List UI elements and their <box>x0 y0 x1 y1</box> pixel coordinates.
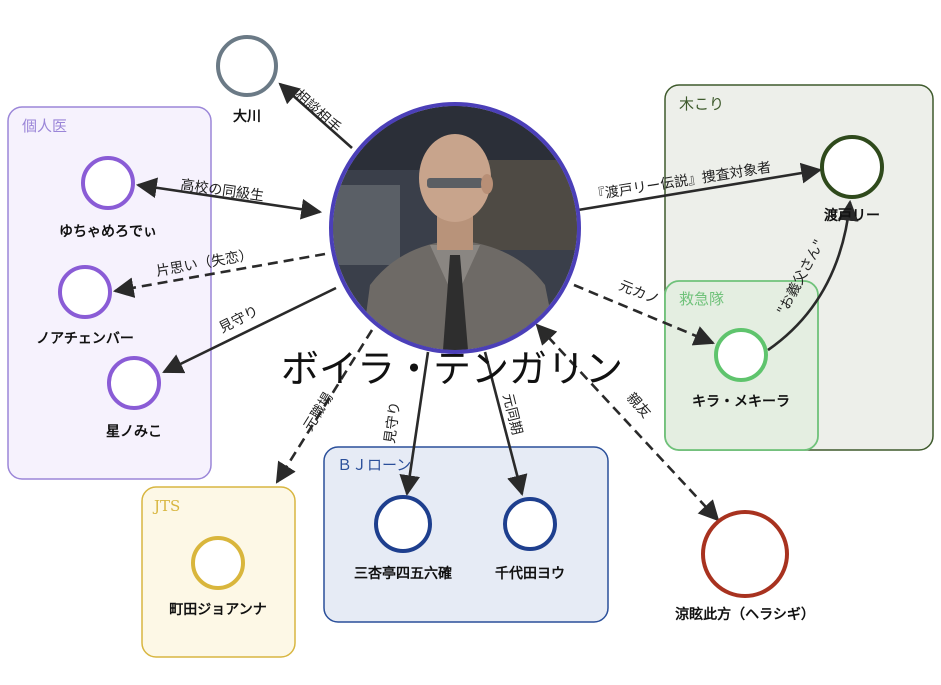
node-label: 町田ジョアンナ <box>169 602 266 618</box>
node-label: 大川 <box>233 108 261 125</box>
node-circle <box>503 497 557 551</box>
edge-motoshoku <box>275 329 374 484</box>
node-circle <box>81 156 135 210</box>
node-okawa: 大川 <box>216 35 278 125</box>
node-circle <box>701 510 789 598</box>
node-circle <box>216 35 278 97</box>
center-name: ボイラ・テンガリン <box>281 347 623 391</box>
edge-label-motoshoku: 元職場 <box>301 390 337 434</box>
node-label: キラ・メキーラ <box>692 394 790 410</box>
node-label: 涼眩此方（ヘラシギ） <box>675 606 815 623</box>
node-circle <box>107 356 161 410</box>
node-circle <box>374 495 432 553</box>
node-label: ノアチェンバー <box>36 331 134 347</box>
node-machida: 町田ジョアンナ <box>169 536 267 618</box>
node-noa: ノアチェンバー <box>36 265 134 347</box>
edge-label-mimamori1: 見守り <box>217 303 262 336</box>
node-kira: キラ・メキーラ <box>692 328 790 410</box>
node-hoshino: 星ノみこ <box>106 356 162 440</box>
group-label: 救急隊 <box>679 290 724 308</box>
node-circle <box>191 536 245 590</box>
center-ring <box>329 102 581 354</box>
edge-label-motodouki: 元同期 <box>499 392 525 437</box>
edge-label-soudan: 相談相手 <box>291 87 343 136</box>
edge-soudan <box>278 82 353 149</box>
node-toto: 渡戸リー <box>820 135 884 224</box>
node-label: 千代田ヨウ <box>495 565 565 582</box>
edge-ogifu <box>767 199 859 352</box>
center-photo <box>333 106 577 350</box>
edge-label-shinyu: 親友 <box>623 390 654 422</box>
node-label: 渡戸リー <box>824 207 880 224</box>
edge-sousa <box>577 162 823 212</box>
edge-kataomoi <box>112 252 326 298</box>
node-yucha: ゆちゃめろでぃ <box>59 156 157 240</box>
edge-mimamori1 <box>162 286 337 374</box>
edge-label-mimamori2: 見守り <box>382 401 404 445</box>
group-label: ＢＪローン <box>337 456 411 474</box>
node-label: ゆちゃめろでぃ <box>59 224 157 240</box>
node-circle <box>714 328 768 382</box>
node-chiyoda: 千代田ヨウ <box>495 497 565 582</box>
edge-mimamori2 <box>399 351 430 497</box>
edge-doukyu <box>135 177 323 220</box>
edge-shinyu <box>535 323 720 522</box>
edge-motokano <box>573 283 715 346</box>
node-label: 三杏亭四五六確 <box>354 565 452 582</box>
group-label: JTS <box>152 497 180 515</box>
edge-motodouki <box>483 351 528 497</box>
edge-label-motokano: 元カノ <box>617 278 662 309</box>
group-bj: ＢＪローン <box>323 446 609 623</box>
node-circle <box>820 135 884 199</box>
node-label: 星ノみこ <box>106 424 162 440</box>
center-node <box>329 102 581 354</box>
node-circle <box>58 265 112 319</box>
node-suzume: 涼眩此方（ヘラシギ） <box>675 510 815 623</box>
group-label: 個人医 <box>22 117 67 135</box>
group-label: 木こり <box>679 95 724 113</box>
node-sanku: 三杏亭四五六確 <box>354 495 452 582</box>
